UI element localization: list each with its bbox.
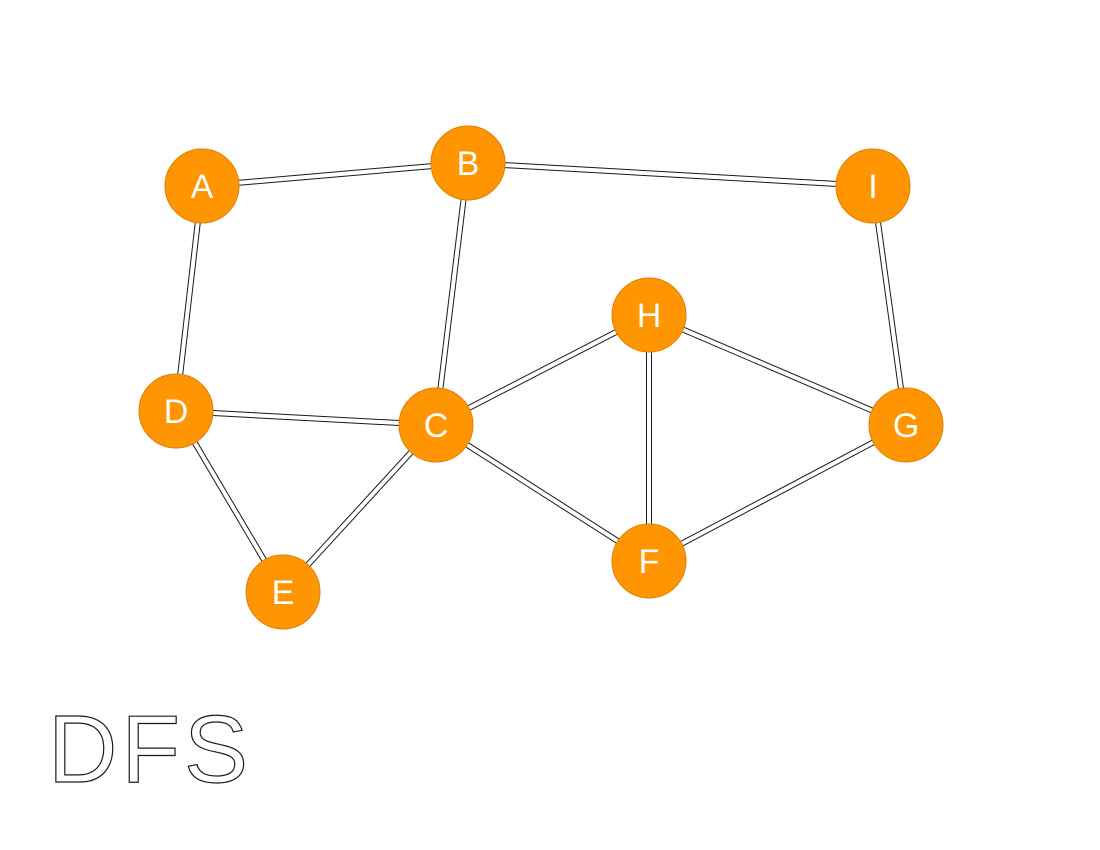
node-b[interactable]: B xyxy=(430,125,506,201)
node-d[interactable]: D xyxy=(138,373,214,449)
edge-fill xyxy=(467,161,874,188)
node-circle xyxy=(164,148,240,224)
node-circle xyxy=(398,387,474,463)
node-circle xyxy=(430,125,506,201)
node-label: A xyxy=(191,168,214,206)
edge-fill xyxy=(175,409,437,427)
node-layer: A B I D C H G E F xyxy=(138,125,944,630)
node-label: H xyxy=(637,297,662,335)
node-label: B xyxy=(457,145,480,183)
edge-fill xyxy=(871,185,908,426)
node-label: G xyxy=(893,407,919,445)
edge-fill xyxy=(435,313,650,427)
edge-c-f xyxy=(434,422,651,564)
node-a[interactable]: A xyxy=(164,148,240,224)
node-circle xyxy=(611,277,687,353)
edge-fill xyxy=(281,423,438,594)
node-circle xyxy=(138,373,214,449)
edge-fill xyxy=(201,161,469,188)
node-circle xyxy=(868,387,944,463)
edge-c-e xyxy=(280,422,439,595)
node-h[interactable]: H xyxy=(611,277,687,353)
edge-b-c xyxy=(433,162,471,426)
node-circle xyxy=(245,554,321,630)
node-c[interactable]: C xyxy=(398,387,474,463)
edge-b-i xyxy=(467,160,874,189)
node-e[interactable]: E xyxy=(245,554,321,630)
node-circle xyxy=(835,148,911,224)
edge-d-c xyxy=(175,408,437,428)
edge-i-g xyxy=(870,185,909,426)
edge-fill xyxy=(434,423,651,563)
node-label: C xyxy=(424,407,449,445)
node-label: D xyxy=(164,393,189,431)
edge-a-b xyxy=(201,160,469,189)
edge-c-h xyxy=(434,312,651,428)
edge-h-g xyxy=(647,312,908,428)
edge-a-d xyxy=(173,185,205,412)
node-label: E xyxy=(272,574,295,612)
edge-f-g xyxy=(647,422,908,564)
node-f[interactable]: F xyxy=(611,523,687,599)
node-i[interactable]: I xyxy=(835,148,911,224)
edge-fill xyxy=(648,313,907,427)
edge-fill xyxy=(648,423,907,563)
node-label: F xyxy=(639,543,660,581)
caption-title: DFS xyxy=(48,696,252,803)
node-label: I xyxy=(868,168,877,206)
edge-fill xyxy=(174,185,204,412)
edge-fill xyxy=(434,162,470,426)
node-g[interactable]: G xyxy=(868,387,944,463)
node-circle xyxy=(611,523,687,599)
edge-layer xyxy=(173,160,909,595)
